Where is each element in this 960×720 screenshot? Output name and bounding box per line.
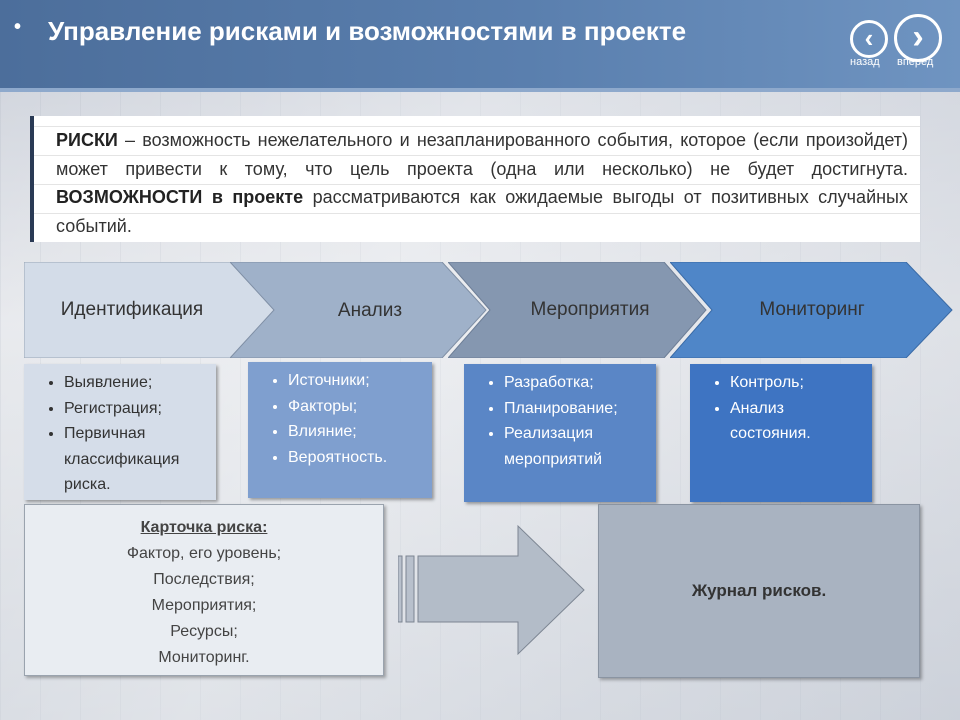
stage-chevron-measures (448, 262, 707, 358)
stage-label-analysis: Анализ (337, 300, 403, 321)
list-item: Выявление; (64, 370, 208, 396)
risk-definition: – возможность нежелательного и незаплани… (56, 130, 908, 179)
list-item: Реализация мероприятий (504, 421, 648, 472)
risk-card-line: Ресурсы; (170, 623, 238, 640)
stage-label-monitoring: Мониторинг (759, 299, 865, 320)
risk-card-line: Мероприятия; (151, 597, 257, 614)
list-item: Влияние; (288, 419, 424, 445)
risk-card-line: Мониторинг. (158, 649, 250, 666)
forward-button[interactable]: › (894, 14, 942, 62)
definition-text: РИСКИ – возможность нежелательного и нез… (56, 126, 908, 240)
back-button[interactable]: ‹ (850, 20, 888, 58)
list-item: Анализ состояния. (730, 396, 864, 447)
chevron-left-icon: ‹ (864, 23, 874, 53)
opportunity-term: ВОЗМОЖНОСТИ (56, 187, 203, 207)
stage-label-identification: Идентификация (60, 299, 204, 320)
back-label[interactable]: назад (850, 56, 880, 68)
list-item: Источники; (288, 368, 424, 394)
risk-card-line: Последствия; (153, 571, 255, 588)
stage-label-measures: Мероприятия (530, 299, 650, 320)
analysis-list: Источники; Факторы; Влияние; Вероятность… (248, 362, 432, 498)
risk-journal-box: Журнал рисков. (598, 504, 920, 678)
list-item: Планирование; (504, 396, 648, 422)
list-item: Вероятность. (288, 445, 424, 471)
opportunity-definition: рассматриваются как ожидаемые выгоды от … (56, 187, 908, 236)
opportunity-term-suffix: в проекте (202, 187, 304, 207)
list-item: Регистрация; (64, 396, 208, 422)
title-bullet: • (14, 16, 22, 38)
chevron-right-icon: › (912, 18, 924, 56)
list-item: Первичная классификация риска. (64, 421, 208, 498)
list-item: Разработка; (504, 370, 648, 396)
risk-card-box: Карточка риска: Фактор, его уровень; Пос… (24, 504, 384, 676)
stage-chevron-monitoring (670, 262, 953, 358)
identification-list: Выявление; Регистрация; Первичная класси… (24, 364, 216, 500)
risk-term: РИСКИ (56, 130, 118, 150)
monitoring-list: Контроль; Анализ состояния. (690, 364, 872, 502)
arrow-right-icon (398, 524, 585, 656)
stage-chevron-analysis (230, 262, 487, 358)
page-title: Управление рисками и возможностями в про… (48, 16, 687, 46)
list-item: Контроль; (730, 370, 864, 396)
title-bar (0, 0, 960, 90)
risk-card-line: Фактор, его уровень; (126, 545, 282, 562)
risk-journal-label: Журнал рисков. (691, 581, 827, 600)
title-bar-divider (0, 88, 960, 92)
list-item: Факторы; (288, 394, 424, 420)
risk-card-title: Карточка риска: (140, 519, 268, 536)
measures-list: Разработка; Планирование; Реализация мер… (464, 364, 656, 502)
definition-box: РИСКИ – возможность нежелательного и нез… (30, 116, 920, 242)
forward-label[interactable]: вперед (897, 56, 934, 68)
